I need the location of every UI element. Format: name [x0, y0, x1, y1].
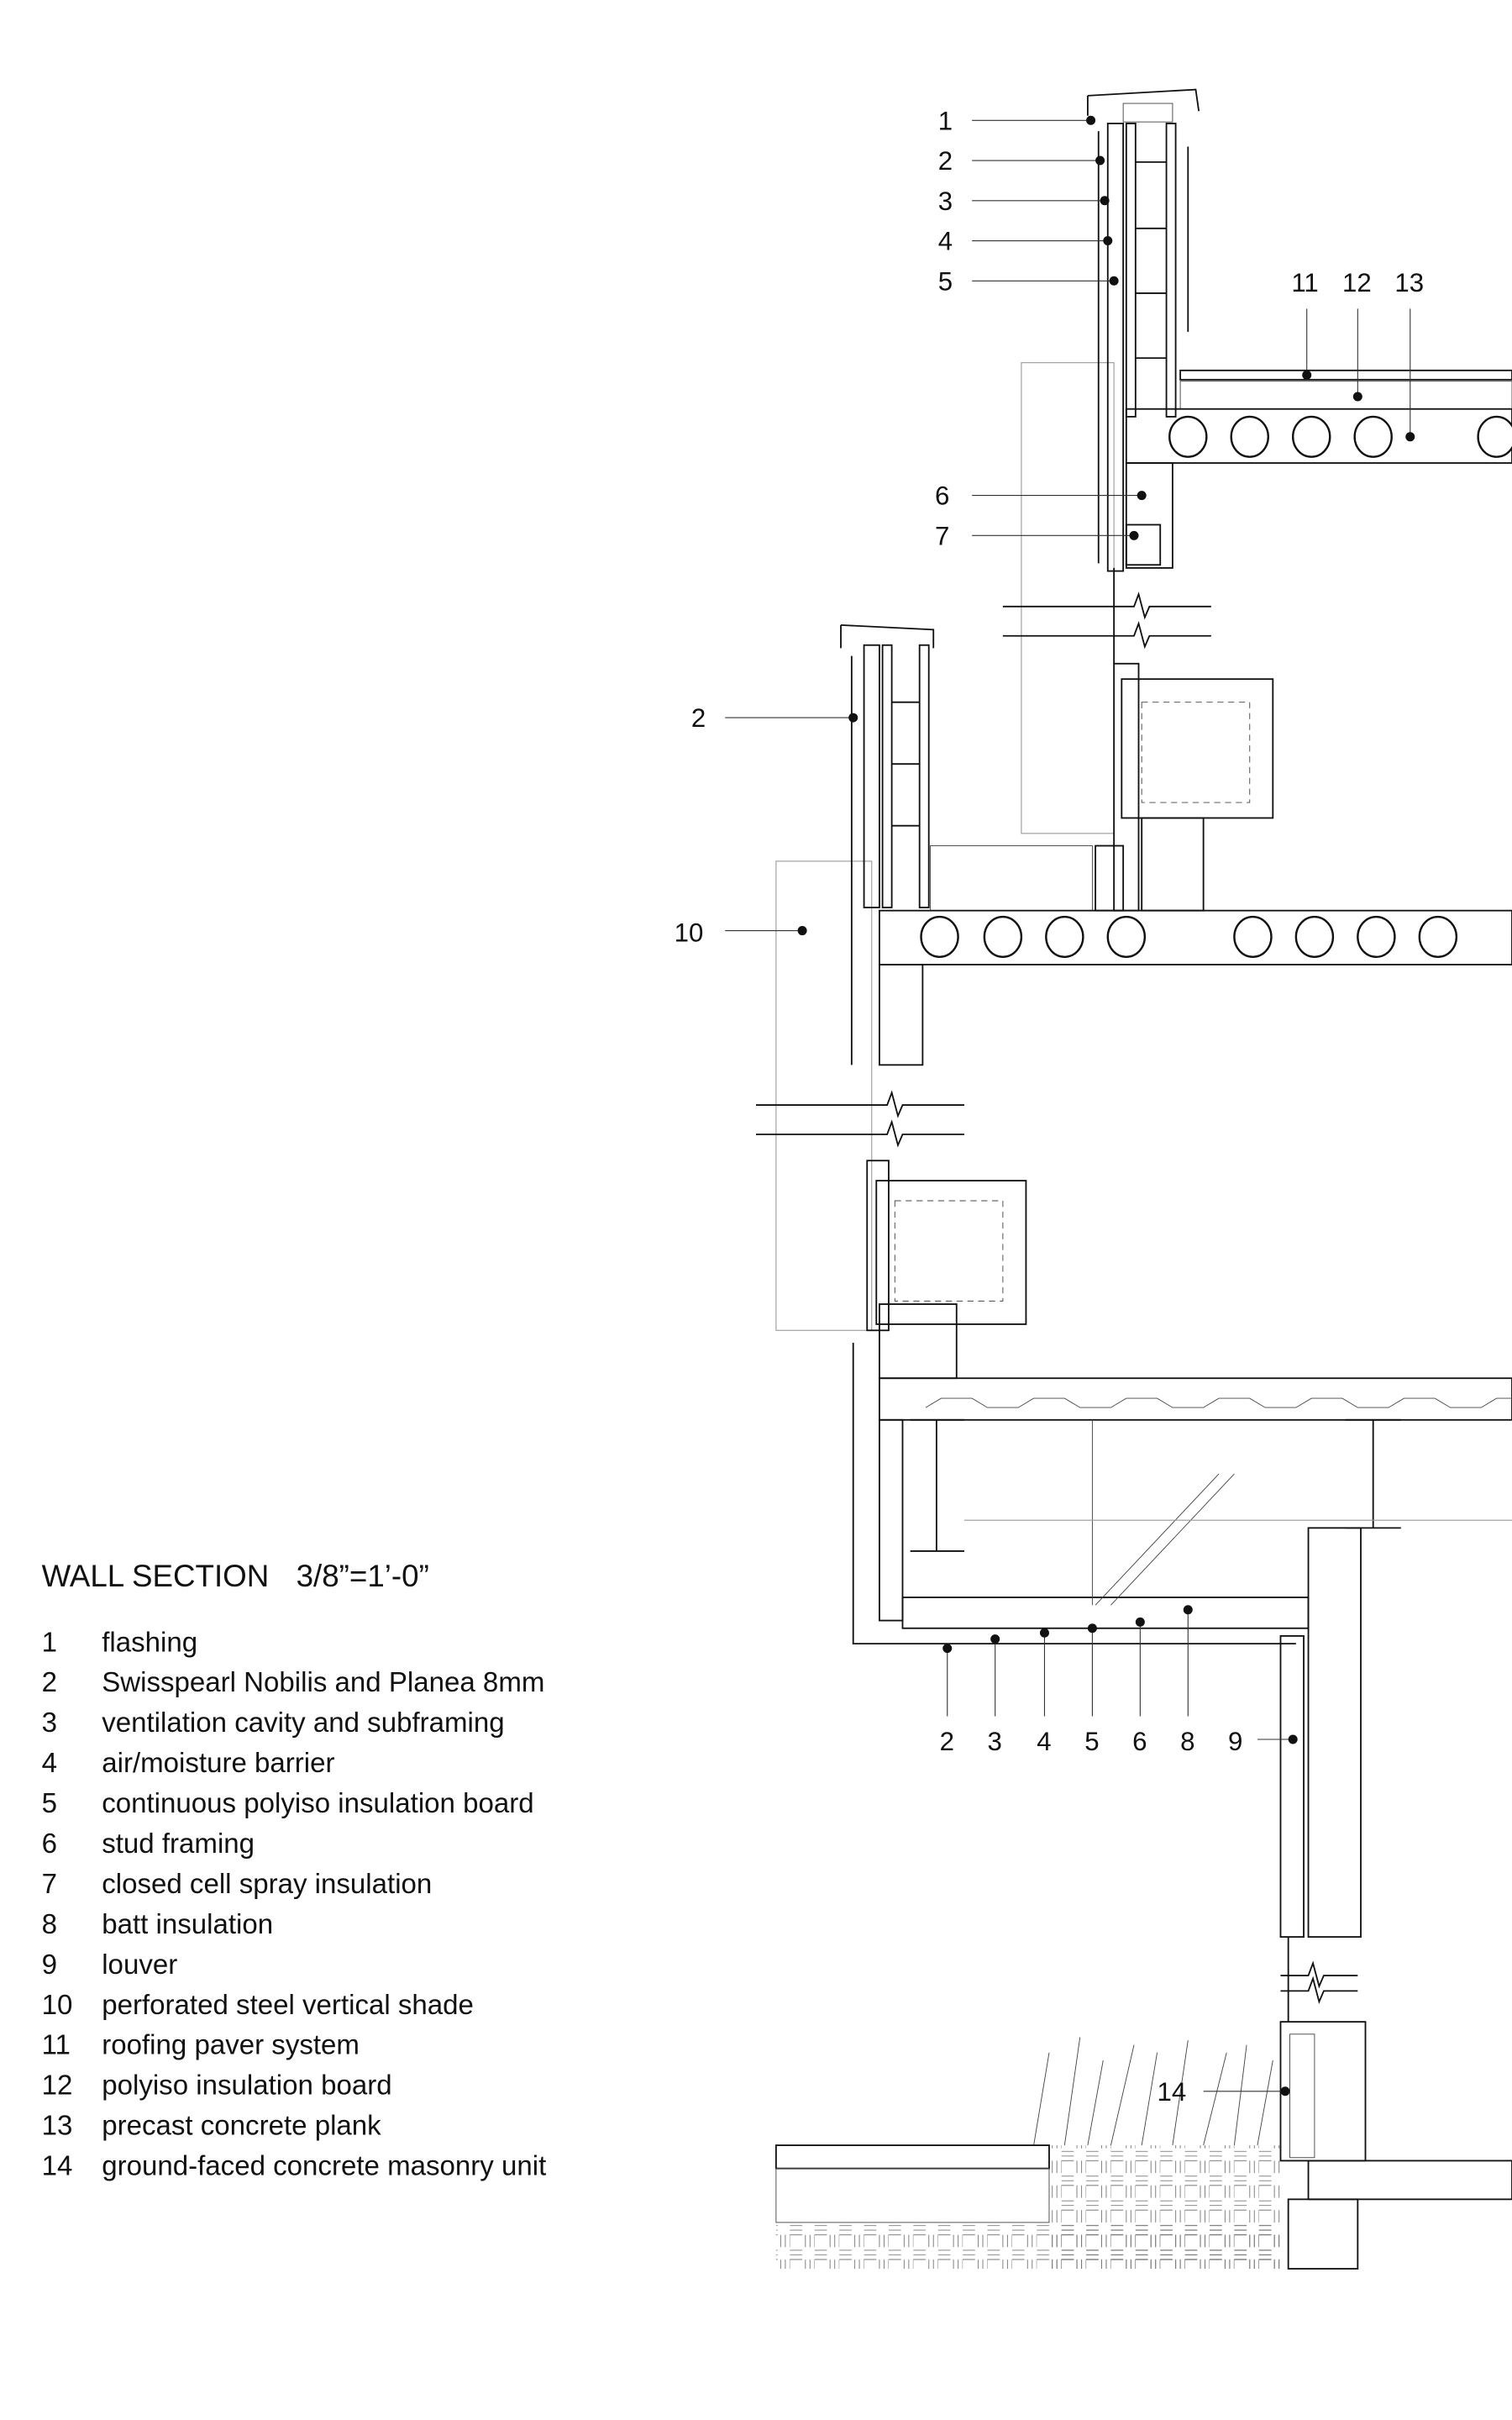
plank-core	[1233, 915, 1273, 958]
callout-5-soffit: 5	[1084, 1727, 1099, 1756]
callout-13: 13	[1394, 268, 1424, 297]
break-line	[756, 1090, 964, 1148]
middle-parapet	[840, 623, 1093, 1066]
legend-label: polyiso insulation board	[102, 2070, 391, 2102]
callout-5: 5	[938, 266, 953, 296]
legend: WALL SECTION 3/8”=1’-0” 1 flashing 2 Swissp…	[42, 1559, 547, 2181]
legend-label: closed cell spray insulation	[102, 1869, 432, 1900]
legend-label: stud framing	[102, 1828, 255, 1860]
callout-7: 7	[935, 521, 949, 550]
break-line	[1280, 1960, 1358, 2005]
legend-number: 13	[42, 2111, 73, 2142]
callout-12: 12	[1342, 268, 1372, 297]
plank-core	[1294, 915, 1335, 958]
legend-label: Swisspearl Nobilis and Planea 8mm	[102, 1667, 544, 1698]
legend-number: 2	[42, 1667, 57, 1698]
callout-4-soffit: 4	[1037, 1727, 1051, 1756]
callout-9-soffit: 9	[1228, 1727, 1242, 1756]
legend-number: 14	[42, 2151, 73, 2182]
plank-core	[1353, 415, 1393, 458]
window-head-upper	[1095, 662, 1274, 912]
precast-plank-floor	[879, 909, 1512, 965]
legend-label: ventilation cavity and subframing	[102, 1707, 504, 1739]
drawing-title: WALL SECTION	[42, 1559, 270, 1593]
callout-3-soffit: 3	[988, 1727, 1002, 1756]
legend-label: flashing	[102, 1627, 197, 1658]
legend-number: 5	[42, 1788, 57, 1819]
callout-10: 10	[675, 918, 704, 947]
legend-number: 10	[42, 1990, 73, 2021]
legend-number: 3	[42, 1707, 57, 1739]
legend-number: 1	[42, 1627, 57, 1658]
plank-core	[1230, 415, 1269, 458]
callout-8-soffit: 8	[1180, 1727, 1194, 1756]
legend-label: roofing paver system	[102, 2030, 360, 2061]
upper-parapet	[1086, 88, 1200, 664]
legend-number: 12	[42, 2070, 73, 2102]
plank-core	[1291, 415, 1331, 458]
legend-number: 8	[42, 1909, 57, 1940]
perforated-shade-upper	[1021, 362, 1115, 834]
plank-core	[1418, 915, 1458, 958]
callout-1: 1	[938, 106, 953, 135]
plank-core	[983, 915, 1023, 958]
legend-label: precast concrete plank	[102, 2111, 381, 2142]
roof-assembly	[1125, 369, 1512, 464]
callout-3: 3	[938, 187, 953, 216]
break-line	[1002, 592, 1211, 650]
callout-6-soffit: 6	[1132, 1727, 1147, 1756]
callout-6: 6	[935, 481, 949, 511]
plank-core	[1357, 915, 1396, 958]
callouts-soffit: 2 3 4 5 6 8 9 14	[940, 1605, 1298, 2107]
plank-core	[1168, 415, 1208, 458]
plank-core	[1106, 915, 1147, 958]
callout-2-mid: 2	[691, 703, 706, 733]
callouts-top: 1 2 3 4 5 6 7 11 12 13 2 10	[675, 106, 1424, 947]
legend-number: 9	[42, 1949, 57, 1981]
legend-number: 4	[42, 1748, 57, 1779]
plank-core	[1045, 915, 1084, 958]
legend-label: continuous polyiso insulation board	[102, 1788, 533, 1819]
callout-11: 11	[1291, 268, 1318, 297]
legend-label: perforated steel vertical shade	[102, 1990, 474, 2021]
legend-number: 6	[42, 1828, 57, 1860]
legend-label: air/moisture barrier	[102, 1748, 334, 1779]
plank-core	[1477, 415, 1512, 458]
callout-4: 4	[938, 227, 953, 256]
legend-number: 11	[42, 2030, 71, 2061]
base-wall	[774, 2021, 1512, 2270]
plank-core	[920, 915, 959, 958]
window-head-lower	[866, 1160, 1027, 1380]
legend-label: louver	[102, 1949, 177, 1981]
callout-14: 14	[1158, 2077, 1187, 2107]
callout-2: 2	[938, 146, 953, 176]
drawing-scale: 3/8”=1’-0”	[297, 1559, 429, 1593]
legend-label: ground-faced concrete masonry unit	[102, 2151, 546, 2182]
legend-number: 7	[42, 1869, 57, 1900]
cantilever-floor	[852, 1342, 1512, 2023]
perforated-shade-lower	[775, 860, 873, 1331]
legend-label: batt insulation	[102, 1909, 273, 1940]
callout-2-soffit: 2	[940, 1727, 954, 1756]
